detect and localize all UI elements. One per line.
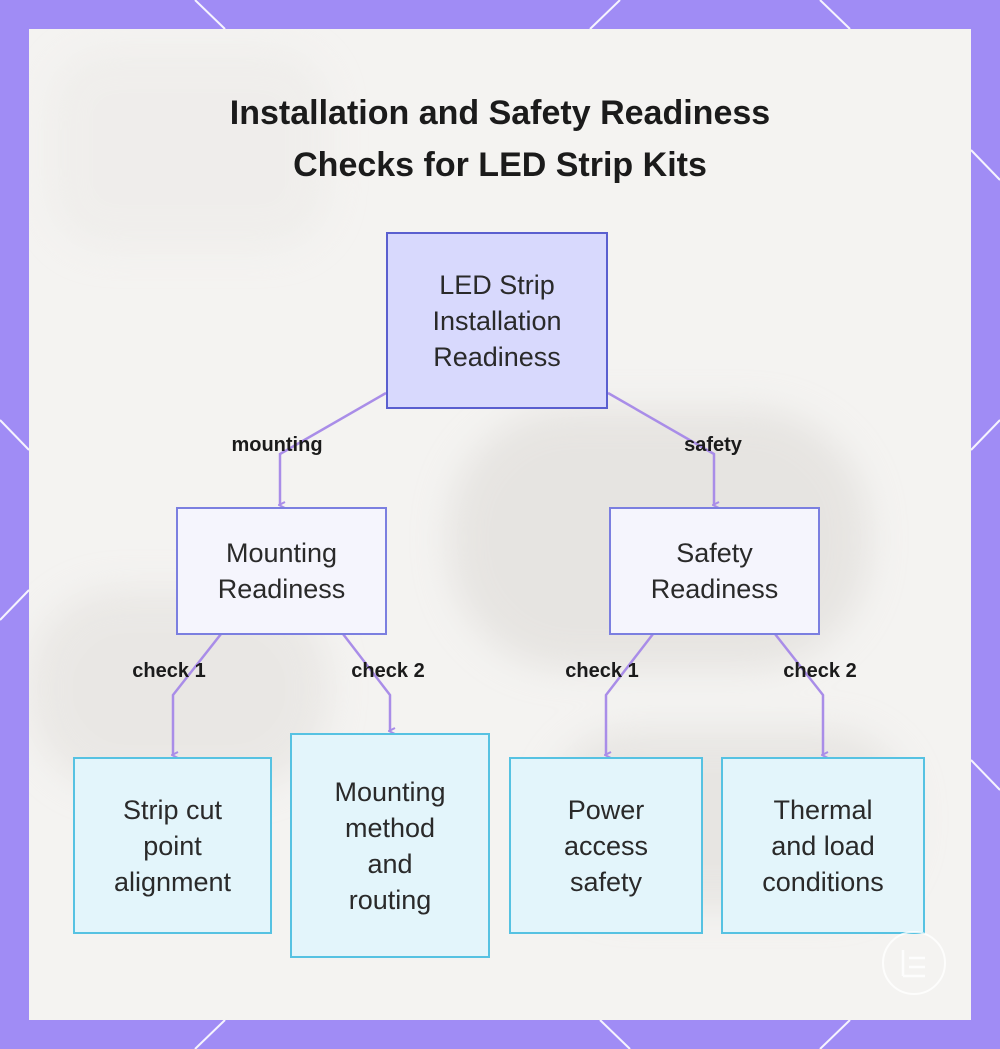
node-power-access-safety: Power access safety [509,757,703,934]
node-mounting-method-and-routing: Mounting method and routing [290,733,490,958]
edge-label-mounting-check-2: check 2 [351,659,424,683]
edge-mounting-check1 [173,634,221,755]
node-label: Mounting method and routing [334,774,445,918]
edge-label-mounting: mounting [231,433,322,457]
node-mounting-readiness: Mounting Readiness [176,507,387,635]
edge-label-mounting-check-1: check 1 [132,659,205,683]
watermark-logo-icon [881,930,947,996]
node-label: Safety Readiness [651,535,779,607]
node-label: Mounting Readiness [218,535,346,607]
node-label: Thermal and load conditions [762,792,884,900]
diagram-card: Installation and Safety Readiness Checks… [29,29,971,1020]
node-label: LED Strip Installation Readiness [432,267,561,375]
node-label: Strip cut point alignment [114,792,231,900]
node-led-strip-installation-readiness: LED Strip Installation Readiness [386,232,608,409]
edge-label-safety-check-1: check 1 [565,659,638,683]
edge-safety-check2 [775,634,823,755]
node-strip-cut-point-alignment: Strip cut point alignment [73,757,272,934]
edge-label-safety-check-2: check 2 [783,659,856,683]
node-label: Power access safety [564,792,648,900]
edge-safety-check1 [606,634,653,755]
node-safety-readiness: Safety Readiness [609,507,820,635]
node-thermal-and-load-conditions: Thermal and load conditions [721,757,925,934]
edge-label-safety: safety [684,433,742,457]
